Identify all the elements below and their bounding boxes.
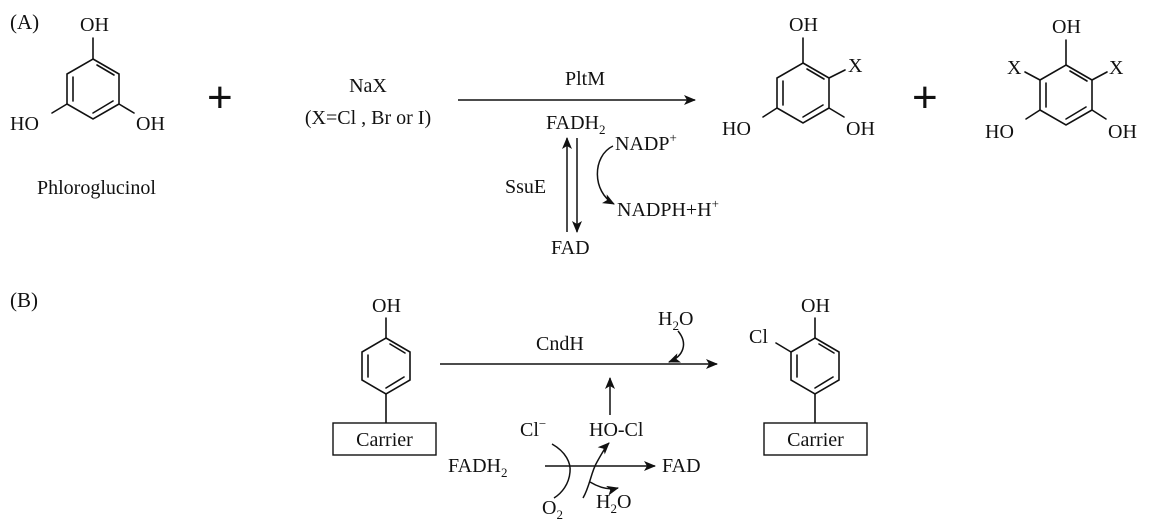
carrier-phenol-substrate: OH Carrier	[332, 295, 437, 456]
o2-label: O2	[542, 497, 563, 521]
nadph-h-plus: NADPH+H+	[617, 196, 719, 221]
chloride-label: Cl−	[520, 416, 546, 441]
enzyme-ssue: SsuE	[505, 176, 546, 198]
water-out-curved-arrow	[589, 481, 619, 496]
reagent-nax: NaX	[349, 75, 387, 97]
cofactor-fadh2: FADH2	[546, 112, 605, 137]
product-carrier-label: Carrier	[787, 429, 844, 451]
plus-sign-1: +	[207, 73, 233, 122]
product2-oh-right: OH	[1108, 121, 1137, 143]
enzyme-pltm: PltM	[565, 68, 605, 90]
product1-oh-right: OH	[846, 118, 875, 140]
product2-oh-top: OH	[1052, 16, 1081, 38]
plus-sign-2: +	[912, 73, 938, 122]
chlorinated-carrier-product: OH Cl Carrier	[749, 295, 868, 456]
water-released: H2O	[658, 308, 693, 333]
substrate-carrier-label: Carrier	[356, 429, 413, 451]
hocl-curved-arrow	[582, 442, 610, 499]
product1-x: X	[848, 55, 863, 77]
carrier-box-product	[763, 422, 868, 456]
ssue-regeneration-cycle: SsuE FAD NADP+ NADPH+H+	[505, 130, 719, 259]
hocl-label: HO-Cl	[589, 419, 644, 441]
phloroglucinol-name: Phloroglucinol	[37, 177, 156, 199]
carrier-box-substrate	[332, 422, 437, 456]
enzyme-cndh: CndH	[536, 333, 584, 355]
product1-oh-top: OH	[789, 14, 818, 36]
product1-ho-left: HO	[722, 118, 751, 140]
cofactor-fad: FAD	[551, 237, 590, 259]
water-curved-arrow	[668, 330, 685, 363]
fadh2-label: FADH2	[448, 455, 507, 480]
monohalogenated-product: OH X HO OH	[722, 14, 875, 140]
product2-x-left: X	[1007, 57, 1022, 79]
phloro-oh-right: OH	[136, 113, 165, 135]
dihalogenated-product: OH X X HO OH	[985, 16, 1137, 143]
reagent-halide-note: (X=Cl , Br or I)	[305, 107, 431, 129]
phloro-ho-left: HO	[10, 113, 39, 135]
product2-x-right: X	[1109, 57, 1124, 79]
product-cl: Cl	[749, 326, 768, 348]
product-oh: OH	[801, 295, 830, 317]
fad-label: FAD	[662, 455, 701, 477]
phloroglucinol-structure: OH HO OH	[10, 14, 165, 135]
product2-ho-left: HO	[985, 121, 1014, 143]
panel-a-label: (A)	[10, 10, 39, 34]
chloride-curved-arrow	[551, 443, 571, 499]
nadp-plus: NADP+	[615, 130, 677, 155]
water-formed: H2O	[596, 491, 631, 516]
substrate-oh: OH	[372, 295, 401, 317]
phloro-oh-top: OH	[80, 14, 109, 36]
panel-b-label: (B)	[10, 288, 38, 312]
